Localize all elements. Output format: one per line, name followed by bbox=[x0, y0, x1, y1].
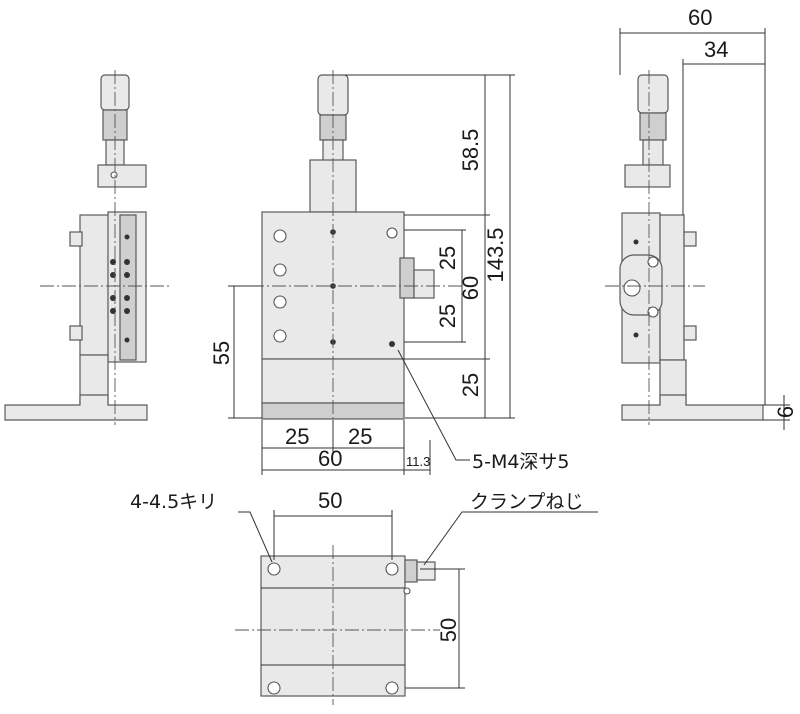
dim-upper-25: 25 bbox=[435, 246, 460, 270]
note-clamp-screw: クランプねじ bbox=[470, 491, 583, 513]
dim-base-60: 60 bbox=[318, 446, 342, 471]
dimension-lines bbox=[228, 28, 790, 689]
dim-base-25-right: 25 bbox=[348, 424, 372, 449]
dim-offset-11-3: 11.3 bbox=[406, 454, 430, 469]
dim-bottom-50-width: 50 bbox=[318, 488, 342, 513]
left-side-view bbox=[4, 70, 170, 425]
dim-lower-25: 25 bbox=[435, 304, 460, 328]
dim-upper-60: 60 bbox=[458, 276, 483, 300]
dim-total-height: 143.5 bbox=[483, 227, 508, 282]
dim-base-25-left: 25 bbox=[285, 424, 309, 449]
note-tapped-holes: 5-M4深サ5 bbox=[472, 451, 570, 473]
front-view bbox=[228, 70, 470, 430]
note-through-holes: 4-4.5キリ bbox=[130, 491, 217, 513]
dim-side-offset: 34 bbox=[704, 37, 728, 62]
bottom-view bbox=[235, 545, 440, 705]
dim-foot-6: 6 bbox=[773, 406, 798, 418]
dim-height-55: 55 bbox=[209, 341, 234, 365]
dim-side-width: 60 bbox=[688, 5, 712, 30]
dim-bottom-50-height: 50 bbox=[436, 618, 461, 642]
dim-base-25: 25 bbox=[458, 373, 483, 397]
dim-micrometer-height: 58.5 bbox=[458, 129, 483, 172]
right-side-view bbox=[605, 70, 764, 425]
